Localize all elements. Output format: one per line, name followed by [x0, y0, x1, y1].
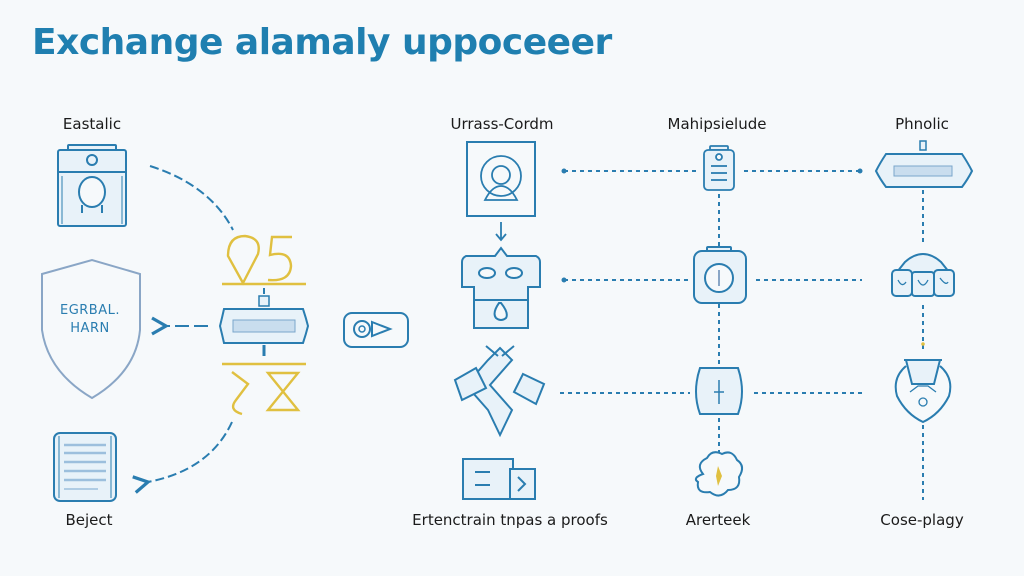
robot-face-icon: [461, 246, 541, 329]
connector-top-curve: [149, 165, 234, 231]
label-eastalic: Eastalic: [62, 115, 122, 133]
shield-text-line2: HARN: [70, 321, 110, 336]
shield-icon: [41, 258, 141, 400]
clipboard-icon: [703, 145, 735, 191]
shield-text-line1: EGRBAL.: [59, 303, 120, 318]
bag-icon: [57, 144, 127, 227]
cloud-icon: [694, 451, 743, 497]
label-mahipsielude: Mahipsielude: [667, 115, 767, 133]
label-arerteek: Arerteek: [685, 511, 751, 529]
document-icon: [53, 432, 117, 502]
grid-connectors: [560, 170, 924, 500]
glyph-bottom: [222, 362, 306, 416]
label-beject: Beject: [65, 511, 113, 529]
central-node: [218, 288, 310, 356]
knot-icon: [453, 345, 546, 438]
down-arrow-icon: [495, 222, 507, 242]
play-node-icon: [343, 312, 409, 348]
scroll-frame-icon: [695, 367, 743, 415]
label-ertenctrain: Ertenctrain tnpas a proofs: [412, 511, 608, 529]
diagram-title: Exchange аlamaly uppoceeer: [32, 22, 612, 63]
user-profile-icon: [466, 141, 536, 217]
connector-bottom-curve: [132, 421, 233, 494]
machine-icon: [891, 253, 955, 297]
power-box-icon: [693, 246, 747, 304]
label-phnolic: Phnolic: [895, 115, 949, 133]
split-window-icon: [462, 458, 536, 500]
label-urrass-cordm: Urrass-Cordm: [450, 115, 554, 133]
label-cose-plagy: Cose-plagy: [880, 511, 964, 529]
banner-icon: [874, 140, 974, 188]
glyph-top: [222, 234, 306, 286]
balloon-badge-icon: [894, 359, 952, 424]
